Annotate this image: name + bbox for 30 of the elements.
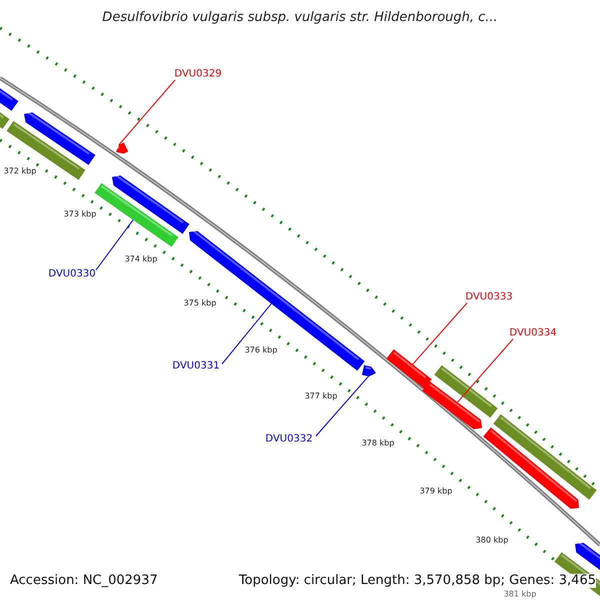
gene-bar: [116, 142, 128, 154]
gene-bar: [94, 183, 178, 247]
leader-line: [222, 303, 272, 364]
scale-label: 374 kbp: [124, 256, 158, 264]
scale-label: 375 kbp: [184, 300, 216, 308]
scale-label: 376 kbp: [244, 346, 278, 356]
scale-label: 378 kbp: [362, 440, 394, 448]
gene-label: DVU0330: [48, 268, 96, 280]
scale-label: 377 kbp: [304, 392, 338, 402]
scale-label: 372 kbp: [4, 168, 36, 176]
gene-bar: [362, 365, 376, 376]
scale-label: 381 kbp: [504, 590, 536, 600]
scale-label: 379 kbp: [420, 488, 452, 496]
gene-label: DVU0331: [172, 360, 220, 372]
gene-bar: [386, 349, 432, 389]
scale-label: 373 kbp: [64, 210, 96, 220]
genome-summary: Topology: circular; Length: 3,570,858 bp; Genes: 3,465: [238, 574, 596, 588]
gene-label: DVU0334: [509, 328, 557, 338]
gene-bar: [422, 381, 482, 430]
gene-label: DVU0332: [265, 434, 313, 444]
leader-line: [412, 302, 468, 365]
gene-label: DVU0333: [465, 292, 513, 302]
leader-line: [118, 80, 176, 146]
leader-line: [96, 219, 134, 270]
leader-line: [457, 338, 514, 403]
scale-label: 380 kbp: [476, 536, 508, 546]
leader-line: [316, 376, 369, 436]
gene-label: DVU0329: [174, 68, 222, 80]
accession-note: Accession: NC_002937: [10, 574, 158, 588]
map-title: Desulfovibrio vulgaris subsp. vulgaris str. Hildenborough, c...: [102, 10, 498, 26]
